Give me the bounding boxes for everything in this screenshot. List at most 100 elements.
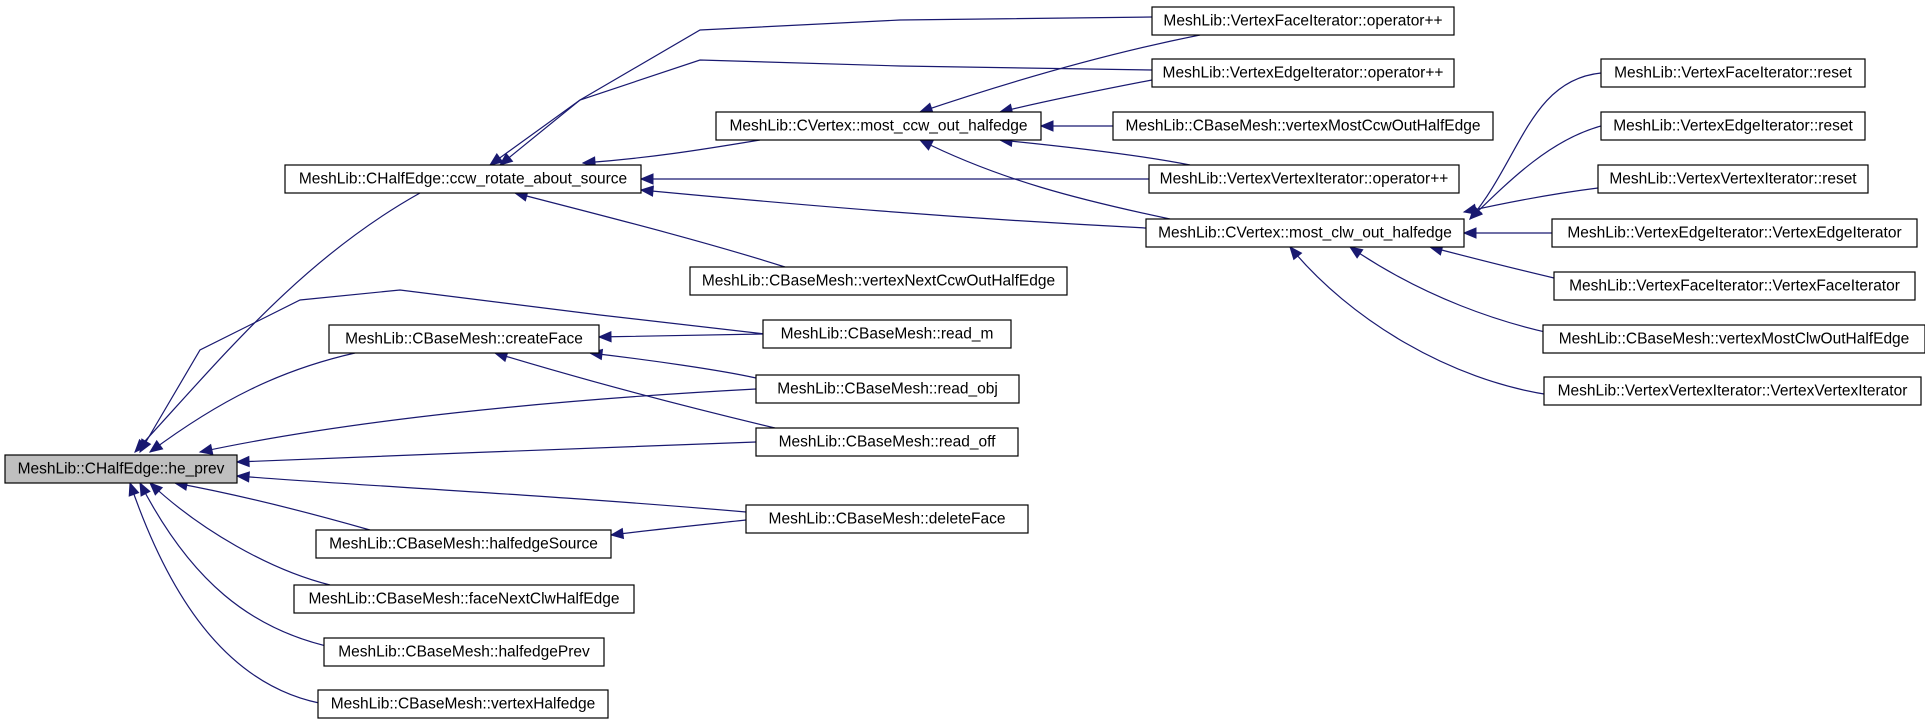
node-box <box>323 637 605 667</box>
edge-line <box>1429 246 1555 279</box>
node-box <box>755 427 1019 457</box>
edge-line <box>199 388 757 453</box>
edge-line <box>1349 246 1576 339</box>
arrowhead <box>128 481 140 497</box>
node-vei_ctor[interactable]: MeshLib::VertexEdgeIterator::VertexEdgeI… <box>1551 218 1918 248</box>
arrowhead <box>149 482 164 496</box>
arrowhead <box>597 331 612 343</box>
node-vvi_opp[interactable]: MeshLib::VertexVertexIterator::operator+… <box>1148 164 1460 194</box>
arrowhead <box>918 139 934 151</box>
edge-vvi_reset-to-most_clw <box>1462 187 1599 215</box>
node-vvi_reset[interactable]: MeshLib::VertexVertexIterator::reset <box>1597 164 1869 194</box>
edge-line <box>134 192 421 453</box>
node-label: MeshLib::VertexFaceIterator::operator++ <box>1163 13 1442 30</box>
arrowhead <box>148 439 164 453</box>
edge-vertexHalfedge-to-he_prev <box>128 481 331 706</box>
node-vfi_opp[interactable]: MeshLib::VertexFaceIterator::operator++ <box>1151 6 1455 36</box>
node-deleteFace[interactable]: MeshLib::CBaseMesh::deleteFace <box>745 504 1029 534</box>
node-read_obj[interactable]: MeshLib::CBaseMesh::read_obj <box>755 374 1020 404</box>
node-box <box>1543 376 1922 406</box>
node-box <box>745 504 1029 534</box>
edge-line <box>514 192 786 268</box>
node-box <box>293 584 635 614</box>
node-label: MeshLib::CBaseMesh::faceNextClwHalfEdge <box>309 591 620 608</box>
node-most_clw[interactable]: MeshLib::CVertex::most_clw_out_halfedge <box>1145 218 1465 248</box>
edge-line <box>149 352 356 453</box>
edge-createFace-to-he_prev <box>148 352 356 453</box>
edge-most_ccw-to-ccw_rotate <box>581 139 761 168</box>
node-most_ccw[interactable]: MeshLib::CVertex::most_ccw_out_halfedge <box>715 111 1042 141</box>
edge-deleteFace-to-halfedgeSource <box>609 519 747 540</box>
node-vertexHalfedge[interactable]: MeshLib::CBaseMesh::vertexHalfedge <box>317 689 609 719</box>
edge-read_m-to-createFace <box>597 331 764 343</box>
node-halfedgePrev[interactable]: MeshLib::CBaseMesh::halfedgePrev <box>323 637 605 667</box>
node-label: MeshLib::CBaseMesh::vertexMostCcwOutHalf… <box>1126 118 1481 135</box>
edge-line <box>610 519 747 536</box>
node-box <box>315 529 612 559</box>
node-vertexMostCcw[interactable]: MeshLib::CBaseMesh::vertexMostCcwOutHalf… <box>1112 111 1494 141</box>
node-box <box>4 454 238 484</box>
edge-deleteFace-to-he_prev <box>235 471 747 513</box>
edge-read_m-to-he_prev <box>139 289 766 454</box>
node-box <box>1551 218 1918 248</box>
arrowhead <box>1289 245 1303 261</box>
edge-line <box>1469 72 1602 220</box>
node-label: MeshLib::CHalfEdge::ccw_rotate_about_sou… <box>299 171 627 188</box>
arrowhead <box>488 153 504 166</box>
node-vei_reset[interactable]: MeshLib::VertexEdgeIterator::reset <box>1600 111 1866 141</box>
node-box <box>715 111 1042 141</box>
edge-vvi_ctor-to-most_clw <box>1289 245 1551 396</box>
edge-line <box>1289 246 1551 396</box>
arrowhead <box>498 152 514 166</box>
arrowhead <box>1462 203 1478 215</box>
arrowhead <box>1348 246 1364 259</box>
node-box <box>1112 111 1494 141</box>
edge-halfedgeSource-to-he_prev <box>173 479 371 531</box>
edge-line <box>582 139 761 164</box>
node-label: MeshLib::VertexFaceIterator::reset <box>1614 65 1852 82</box>
arrowhead <box>235 455 250 468</box>
node-he_prev[interactable]: MeshLib::CHalfEdge::he_prev <box>4 454 238 484</box>
edge-read_off-to-he_prev <box>235 441 757 468</box>
edge-vertexNextCcw-to-ccw_rotate <box>513 190 786 268</box>
node-box <box>1597 164 1869 194</box>
node-box <box>1145 218 1465 248</box>
edge-line <box>999 139 1191 166</box>
node-read_m[interactable]: MeshLib::CBaseMesh::read_m <box>762 319 1012 349</box>
node-label: MeshLib::CVertex::most_ccw_out_halfedge <box>729 118 1027 135</box>
node-vfi_reset[interactable]: MeshLib::VertexFaceIterator::reset <box>1600 58 1866 88</box>
arrowhead <box>639 173 654 185</box>
edge-line <box>589 352 757 379</box>
node-box <box>317 689 609 719</box>
node-read_off[interactable]: MeshLib::CBaseMesh::read_off <box>755 427 1019 457</box>
node-vertexMostClw[interactable]: MeshLib::CBaseMesh::vertexMostClwOutHalf… <box>1542 324 1925 354</box>
edge-line <box>139 289 766 453</box>
node-box <box>689 266 1068 296</box>
edge-line <box>919 139 1171 220</box>
edge-line <box>499 59 1153 166</box>
edge-line <box>489 16 1153 166</box>
node-vvi_ctor[interactable]: MeshLib::VertexVertexIterator::VertexVer… <box>1543 376 1922 406</box>
node-ccw_rotate[interactable]: MeshLib::CHalfEdge::ccw_rotate_about_sou… <box>284 164 642 194</box>
node-box <box>1148 164 1460 194</box>
node-vfi_ctor[interactable]: MeshLib::VertexFaceIterator::VertexFaceI… <box>1553 271 1916 301</box>
arrowhead <box>139 481 151 497</box>
node-vei_opp[interactable]: MeshLib::VertexEdgeIterator::operator++ <box>1151 58 1455 88</box>
edge-line <box>1463 187 1599 213</box>
node-label: MeshLib::VertexFaceIterator::VertexFaceI… <box>1569 278 1900 295</box>
edge-faceNextClw-to-he_prev <box>149 482 331 586</box>
edge-read_obj-to-createFace <box>588 348 757 379</box>
node-label: MeshLib::CBaseMesh::read_obj <box>777 381 998 398</box>
node-label: MeshLib::CBaseMesh::vertexNextCcwOutHalf… <box>702 273 1055 290</box>
node-createFace[interactable]: MeshLib::CBaseMesh::createFace <box>328 324 600 354</box>
edge-line <box>236 441 757 463</box>
edges-layer <box>128 16 1602 706</box>
node-box <box>755 374 1020 404</box>
node-halfedgeSource[interactable]: MeshLib::CBaseMesh::halfedgeSource <box>315 529 612 559</box>
edge-most_clw-to-ccw_rotate <box>639 185 1147 229</box>
node-vertexNextCcw[interactable]: MeshLib::CBaseMesh::vertexNextCcwOutHalf… <box>689 266 1068 296</box>
node-faceNextClw[interactable]: MeshLib::CBaseMesh::faceNextClwHalfEdge <box>293 584 635 614</box>
node-box <box>762 319 1012 349</box>
edge-line <box>236 475 747 513</box>
